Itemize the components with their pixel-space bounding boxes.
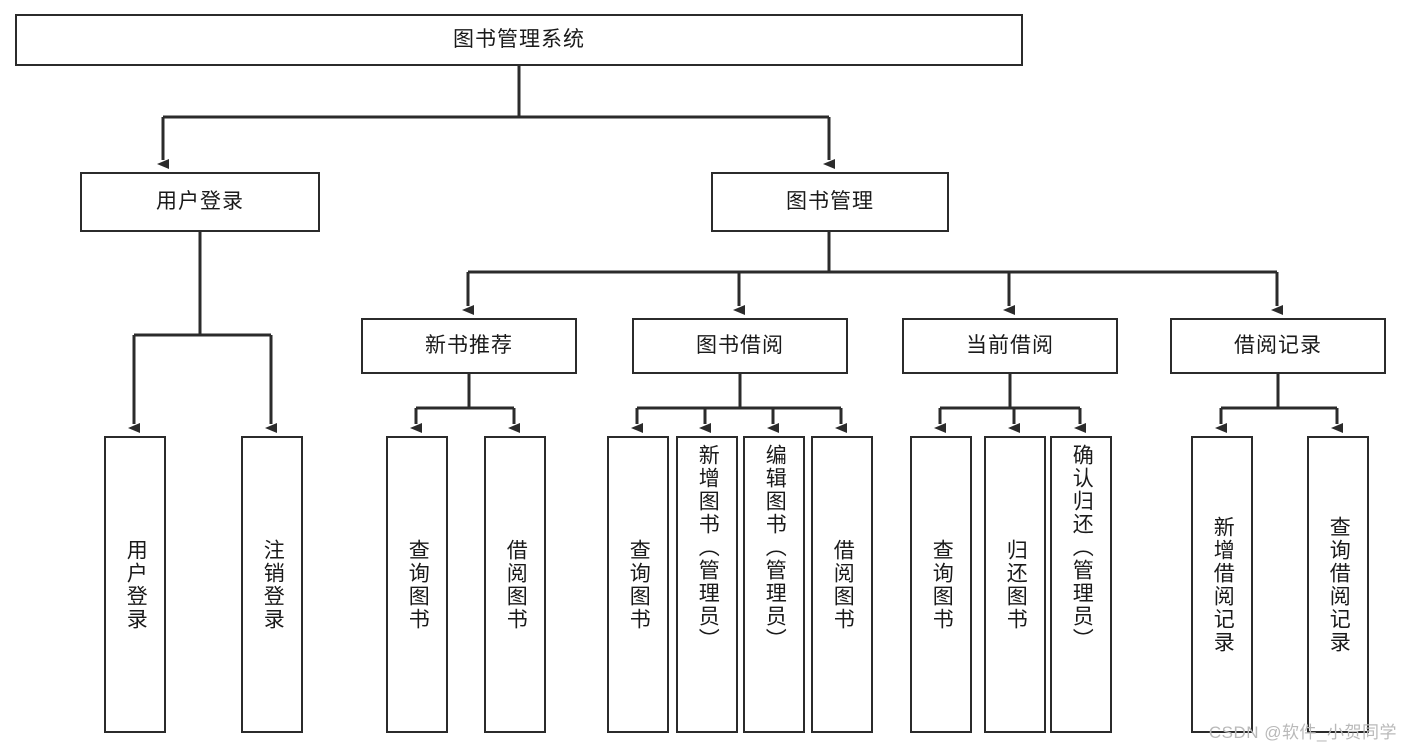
node-current-borrow-label: 当前借阅 [966, 334, 1054, 358]
leaf-record-add[interactable]: 新增借阅记录 [1191, 436, 1253, 733]
leaf-user-logout-label: 注销登录 [261, 538, 285, 631]
leaf-record-query-label: 查询借阅记录 [1327, 515, 1351, 654]
leaf-current-confirm-return-label: 确认归还（管理员） [1070, 444, 1094, 651]
leaf-rec-borrow-book[interactable]: 借阅图书 [484, 436, 546, 733]
node-book-manage-label: 图书管理 [786, 190, 874, 214]
leaf-borrow-query-book[interactable]: 查询图书 [607, 436, 669, 733]
node-book-manage[interactable]: 图书管理 [711, 172, 949, 232]
leaf-record-query[interactable]: 查询借阅记录 [1307, 436, 1369, 733]
leaf-borrow-add-book-label: 新增图书（管理员） [696, 444, 720, 651]
watermark: CSDN @软件_小贺同学 [1208, 723, 1397, 742]
leaf-current-confirm-return[interactable]: 确认归还（管理员） [1050, 436, 1112, 733]
node-user-login-label: 用户登录 [156, 190, 244, 214]
leaf-borrow-add-book[interactable]: 新增图书（管理员） [676, 436, 738, 733]
node-new-book-rec-label: 新书推荐 [425, 334, 513, 358]
node-book-borrow[interactable]: 图书借阅 [632, 318, 848, 374]
node-borrow-record-label: 借阅记录 [1234, 334, 1322, 358]
leaf-rec-query-book[interactable]: 查询图书 [386, 436, 448, 733]
leaf-record-add-label: 新增借阅记录 [1211, 515, 1235, 654]
node-current-borrow[interactable]: 当前借阅 [902, 318, 1118, 374]
leaf-current-query-book[interactable]: 查询图书 [910, 436, 972, 733]
leaf-current-return-book-label: 归还图书 [1004, 538, 1028, 631]
leaf-user-login-label: 用户登录 [124, 538, 148, 631]
node-root[interactable]: 图书管理系统 [15, 14, 1023, 66]
leaf-user-logout[interactable]: 注销登录 [241, 436, 303, 733]
leaf-current-return-book[interactable]: 归还图书 [984, 436, 1046, 733]
leaf-borrow-borrow-book[interactable]: 借阅图书 [811, 436, 873, 733]
node-root-label: 图书管理系统 [453, 28, 585, 52]
leaf-current-query-book-label: 查询图书 [930, 538, 954, 631]
leaf-borrow-query-book-label: 查询图书 [627, 538, 651, 631]
leaf-user-login[interactable]: 用户登录 [104, 436, 166, 733]
node-borrow-record[interactable]: 借阅记录 [1170, 318, 1386, 374]
node-user-login[interactable]: 用户登录 [80, 172, 320, 232]
leaf-rec-query-book-label: 查询图书 [406, 538, 430, 631]
node-new-book-rec[interactable]: 新书推荐 [361, 318, 577, 374]
node-book-borrow-label: 图书借阅 [696, 334, 784, 358]
leaf-borrow-edit-book[interactable]: 编辑图书（管理员） [743, 436, 805, 733]
leaf-rec-borrow-book-label: 借阅图书 [504, 538, 528, 631]
leaf-borrow-borrow-book-label: 借阅图书 [831, 538, 855, 631]
leaf-borrow-edit-book-label: 编辑图书（管理员） [763, 444, 787, 651]
